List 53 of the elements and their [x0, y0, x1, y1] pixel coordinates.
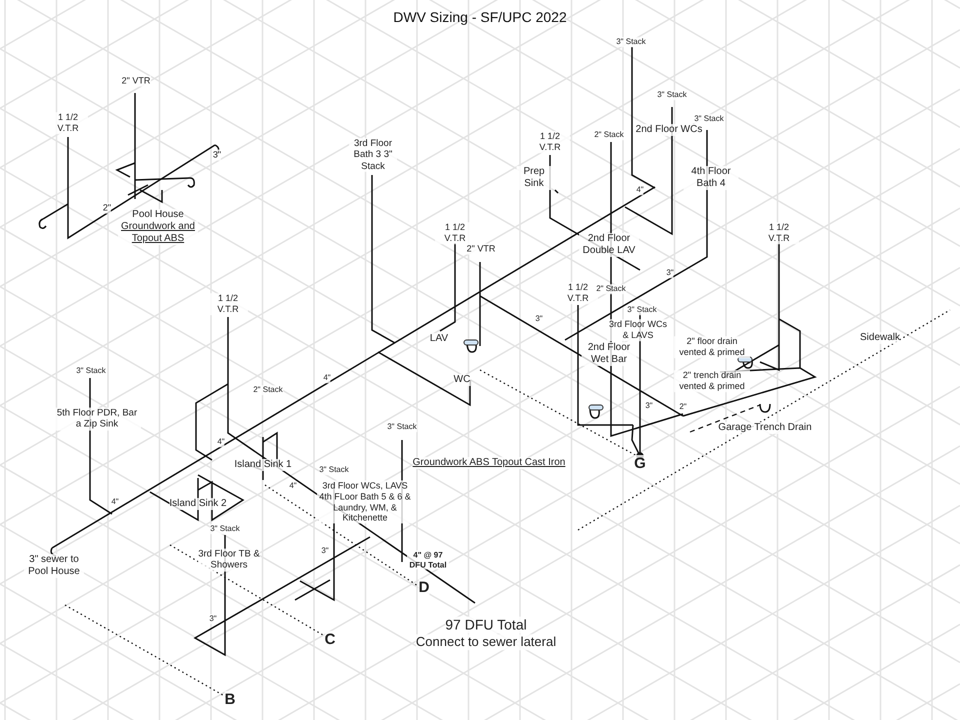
pipe-label: 3rd Floor WCs & LAVS — [607, 319, 669, 341]
pipe-label: 1 1/2 V.T.R — [208, 293, 248, 315]
pipe-label: 4" — [111, 497, 119, 507]
point-marker-letter: D — [418, 579, 430, 597]
diagram-title: DWV Sizing - SF/UPC 2022 — [393, 9, 567, 25]
pipe-label: 3" — [666, 268, 674, 278]
pipe-label: 2" — [102, 202, 112, 214]
pipe-label: 2" Stack — [596, 284, 626, 294]
pipe-label: Island Sink 2 — [169, 498, 227, 510]
pipe-label: 2nd Floor WCs — [636, 124, 702, 136]
pipe-label: 3" Stack — [76, 366, 106, 376]
pipe-label: 4" — [323, 373, 331, 383]
pipe-label: 4" — [217, 437, 225, 447]
pipe-label: 2" VTR — [466, 244, 496, 254]
pipe-label: Pool House — [132, 209, 184, 221]
pipe-label: 3" sewer to Pool House — [24, 554, 84, 578]
pipe-label: 3rd Floor Bath 3 3" Stack — [349, 138, 397, 172]
pipe-label: Prep Sink — [516, 166, 552, 190]
pipe-label: WC — [454, 374, 470, 386]
pipe-label: 5th Floor PDR, Bar a Zip Sink — [53, 408, 141, 430]
pipe-label: 2" trench drain vented & primed — [674, 370, 750, 392]
pipe-label: 3" — [535, 314, 543, 324]
pipe-label: 2" Stack — [594, 130, 624, 140]
pipe-label: Island Sink 1 — [234, 459, 292, 471]
pipe-label: Connect to sewer lateral — [416, 634, 556, 650]
pipe-label: 97 DFU Total — [445, 616, 527, 634]
pipe-label: 2nd Floor Double LAV — [579, 233, 639, 257]
pipe-label: 3rd Floor TB & Showers — [198, 548, 260, 572]
pipe-label: 4" — [636, 185, 644, 195]
pipe-label: 3" Stack — [387, 422, 417, 432]
pipe-label: 2" Stack — [253, 385, 283, 395]
pipe-label: 3" Stack — [319, 465, 349, 475]
pipe-label: 3" Stack — [657, 90, 687, 100]
pipe-label: 3" Stack — [694, 114, 724, 124]
pipe-label: 3" Stack — [616, 37, 646, 47]
pipe-label: 3" — [209, 614, 217, 624]
material-note: Groundwork ABS Topout Cast Iron — [412, 457, 566, 469]
pipe-label: 2" VTR — [121, 76, 151, 86]
pipe-label: 2nd Floor Wet Bar — [582, 342, 636, 366]
pipe-label: 4" — [289, 481, 297, 491]
pipe-label: 4" @ 97 DFU Total — [407, 550, 449, 570]
pipe-label: 3rd Floor WCs, LAVS 4th FLoor Bath 5 & 6 & Laundry, WM, & Kitchenette — [317, 480, 413, 524]
pipe-label: 3" Stack — [210, 524, 240, 534]
pipe-label: 2" — [679, 402, 687, 412]
pipe-label: 3" — [645, 401, 653, 411]
pipe-label: 3" Stack — [627, 305, 657, 315]
pipe-label: 3" — [212, 150, 222, 160]
pipe-label: 3" — [321, 546, 329, 556]
material-note: Groundwork and Topout ABS — [118, 221, 198, 245]
pipe-label: 4th Floor Bath 4 — [684, 166, 738, 190]
pipe-label: Sidewalk — [860, 332, 900, 344]
pipe-label: Garage Trench Drain — [718, 422, 812, 434]
pipe-label: 2" floor drain vented & primed — [674, 336, 750, 358]
